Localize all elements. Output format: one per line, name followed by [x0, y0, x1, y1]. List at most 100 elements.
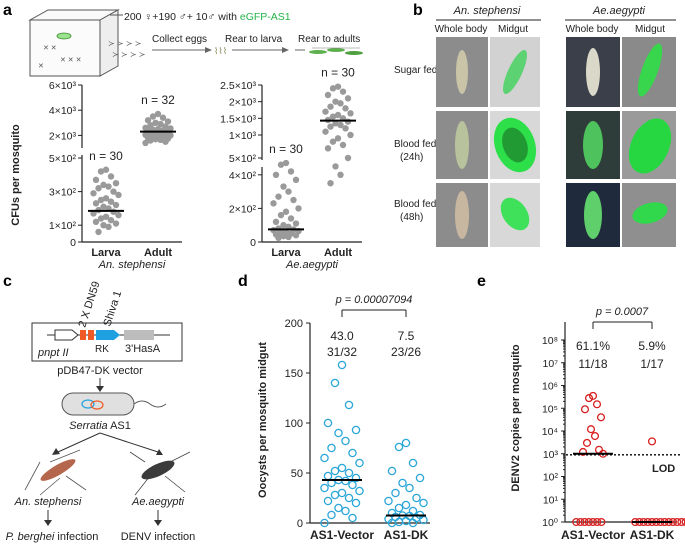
a-left-point-1-31	[142, 139, 149, 147]
a-right-point-1-9	[322, 108, 329, 115]
a-right-point-1-10	[347, 110, 354, 117]
e-xtick-1: AS1-DK	[630, 528, 675, 542]
d-point-1-3	[387, 466, 397, 476]
d-point-0-21	[355, 486, 364, 496]
d-point-1-1	[394, 442, 404, 452]
b-row-blood48-line2: (48h)	[400, 212, 423, 223]
svg-text:✕: ✕	[38, 63, 44, 70]
e-ytick-label-5: 10⁵	[542, 403, 558, 415]
a-left-point-0-26	[112, 220, 120, 227]
a-right-point-1-8	[342, 105, 349, 112]
a-right-point-0-26	[292, 232, 300, 239]
a-right-point-1-17	[337, 121, 344, 129]
a-right-ytick-label-0: 0	[250, 237, 256, 249]
a-right-point-0-11	[282, 208, 290, 215]
d-ytick-label-1: 50	[291, 468, 303, 480]
e-point-0-13	[580, 517, 589, 527]
a-right-point-0-8	[290, 196, 297, 204]
a-right-point-1-28	[337, 171, 344, 178]
d-point-0-30	[348, 513, 357, 523]
hasa-label: 3'HasA	[125, 343, 161, 355]
a-left-point-0-16	[100, 203, 107, 210]
c-infection-left-suffix: infection	[54, 531, 98, 543]
a-left-point-0-10	[115, 191, 122, 199]
a-left-point-0-21	[115, 211, 122, 219]
a-left-point-0-27	[100, 222, 107, 229]
a-right-point-1-0	[334, 83, 342, 90]
d-point-0-11	[337, 463, 347, 473]
e-point-0-14	[584, 517, 593, 527]
step-collect-eggs: Collect eggs	[152, 34, 207, 45]
e-point-1-0	[647, 437, 657, 446]
d-ytick-label-3: 150	[285, 368, 303, 380]
a-right-point-1-4	[344, 95, 352, 102]
a-right-point-1-27	[332, 163, 339, 170]
a-right-xtick-1: Adult	[324, 247, 352, 259]
bacterium-strain-label: AS1	[108, 420, 131, 432]
a-left-point-0-15	[112, 201, 120, 209]
a-right-ytick-label-6: 2×10³	[229, 97, 257, 109]
e-point-0-16	[593, 517, 602, 527]
svg-text:≻ ≻ ≻ ≻: ≻ ≻ ≻ ≻	[108, 39, 141, 48]
b-row-blood24-line2: (24h)	[400, 152, 423, 163]
a-right-n-label-1: n = 30	[321, 66, 355, 80]
a-right-point-0-3	[272, 171, 280, 178]
a-right-point-0-27	[280, 232, 287, 240]
d-point-0-19	[348, 480, 357, 490]
panel-c-schematic: pnpt II 2 X DN59 Shiva 1 RK 3'HasA pDB47…	[6, 280, 196, 543]
a-right-point-1-29	[327, 180, 334, 187]
e-point-0-17	[597, 517, 606, 527]
a-right-ytick-label-2: 4×10²	[229, 170, 257, 182]
a-left-point-1-29	[147, 137, 154, 144]
larva-icon: ⌇⌇⌇	[214, 46, 227, 56]
d-point-0-28	[341, 506, 350, 516]
strain-label: eGFP-AS1	[240, 11, 291, 23]
d-xtick-0: AS1-Vector	[310, 528, 374, 542]
d-ylabel: Oocysts per mosquito midgut	[257, 342, 269, 498]
a-right-point-0-9	[270, 200, 277, 207]
a-left-point-1-0	[154, 110, 162, 118]
a-right-point-0-15	[292, 220, 300, 227]
a-left-ytick-label-3: 5×10²	[49, 153, 77, 165]
d-point-1-24	[408, 518, 418, 528]
e-stat-value-1: 5.9%	[638, 339, 666, 353]
a-right-point-1-6	[337, 100, 344, 107]
adult-mosquitoes-icon	[309, 47, 363, 55]
step-rear-larva: Rear to larva	[225, 34, 283, 45]
svg-text:Serratia AS1: Serratia AS1	[69, 420, 131, 432]
a-left-point-0-2	[107, 173, 115, 180]
d-point-0-6	[341, 436, 350, 446]
b-col-whole-body-2: Whole body	[566, 24, 619, 35]
svg-text:≻ ≻ ≻ ≻: ≻ ≻ ≻ ≻	[112, 50, 145, 59]
d-point-1-0	[401, 438, 411, 448]
a-right-point-1-18	[327, 123, 334, 130]
a-ylabel: CFUs per mosquito	[10, 124, 22, 226]
d-ytick-label-0: 0	[297, 518, 303, 530]
d-stat-frac-0: 31/32	[327, 345, 357, 359]
e-xtick-0: AS1-Vector	[561, 528, 625, 542]
e-point-1-11	[673, 517, 682, 527]
d-point-0-12	[330, 466, 340, 476]
b-row-blood48-line1: Blood fed	[394, 199, 436, 210]
d-point-1-10	[419, 498, 428, 508]
construct-box	[31, 322, 183, 362]
e-point-1-13	[681, 517, 685, 527]
d-point-0-23	[330, 490, 340, 500]
e-ytick-label-4: 10⁴	[542, 426, 558, 438]
panel-label-b: b	[413, 2, 423, 19]
a-left-xtick-1: Adult	[144, 247, 172, 259]
e-point-0-8	[594, 445, 604, 454]
e-ytick-label-1: 10¹	[543, 494, 559, 506]
a-left-point-0-12	[97, 196, 105, 204]
a-left-point-0-1	[97, 168, 105, 175]
e-ytick-label-8: 10⁸	[542, 335, 558, 347]
a-left-point-0-29	[95, 228, 102, 236]
hasa-gene-icon	[124, 330, 154, 340]
a-right-xtick-0: Larva	[271, 247, 301, 259]
a-left-ytick-label-6: 6×10³	[49, 80, 77, 92]
e-point-0-5	[586, 425, 596, 434]
a-right-point-0-16	[280, 222, 287, 229]
d-point-0-25	[323, 496, 333, 506]
a-right-ytick-label-4: 1×10³	[229, 130, 257, 142]
